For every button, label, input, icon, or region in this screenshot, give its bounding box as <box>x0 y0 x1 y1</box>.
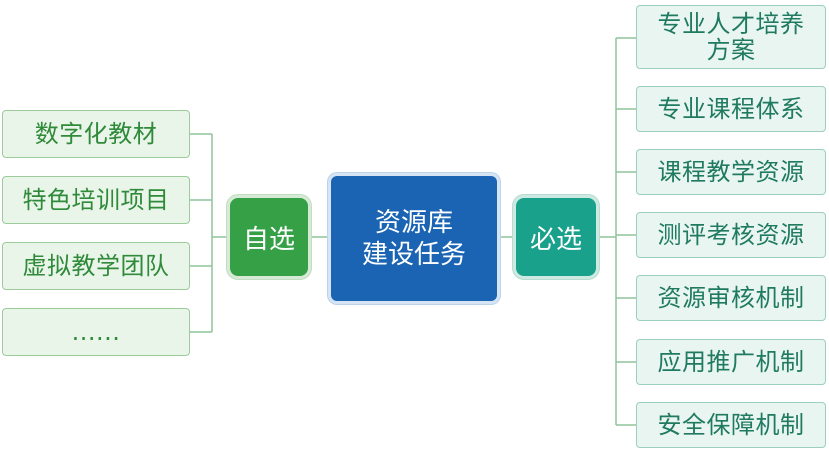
right-item-security-mechanism: 安全保障机制 <box>636 402 826 448</box>
right-item-review-mechanism: 资源审核机制 <box>636 275 826 321</box>
right-item-teaching-resources: 课程教学资源 <box>636 149 826 195</box>
right-item-label: 安全保障机制 <box>657 411 805 439</box>
optional-branch: 自选 <box>230 198 308 276</box>
left-item-digital-textbook: 数字化教材 <box>2 110 190 158</box>
center-topic: 资源库 建设任务 <box>331 176 497 301</box>
right-item-label: 课程教学资源 <box>657 158 805 186</box>
right-item-talent-plan: 专业人才培养 方案 <box>636 5 826 69</box>
center-topic-line2: 建设任务 <box>361 239 466 270</box>
right-item-label: 应用推广机制 <box>657 348 805 376</box>
right-item-label: 专业人才培养 <box>657 10 805 38</box>
left-item-training-project: 特色培训项目 <box>2 176 190 224</box>
optional-branch-label: 自选 <box>242 224 295 255</box>
right-item-label: 测评考核资源 <box>657 221 805 249</box>
required-branch-label: 必选 <box>529 224 582 255</box>
left-item-label: ...... <box>71 318 121 346</box>
right-item-label-line2: 方案 <box>706 36 756 64</box>
center-topic-line1: 资源库 <box>374 207 453 238</box>
right-item-course-system: 专业课程体系 <box>636 86 826 132</box>
left-item-ellipsis: ...... <box>2 308 190 356</box>
left-item-label: 数字化教材 <box>34 120 158 148</box>
left-item-label: 虚拟教学团队 <box>22 252 170 280</box>
right-item-promotion-mechanism: 应用推广机制 <box>636 339 826 385</box>
left-item-virtual-team: 虚拟教学团队 <box>2 242 190 290</box>
right-item-label: 资源审核机制 <box>657 284 805 312</box>
right-item-label: 专业课程体系 <box>657 95 805 123</box>
left-item-label: 特色培训项目 <box>22 186 170 214</box>
required-branch: 必选 <box>516 198 596 276</box>
right-item-assessment-resources: 测评考核资源 <box>636 212 826 258</box>
